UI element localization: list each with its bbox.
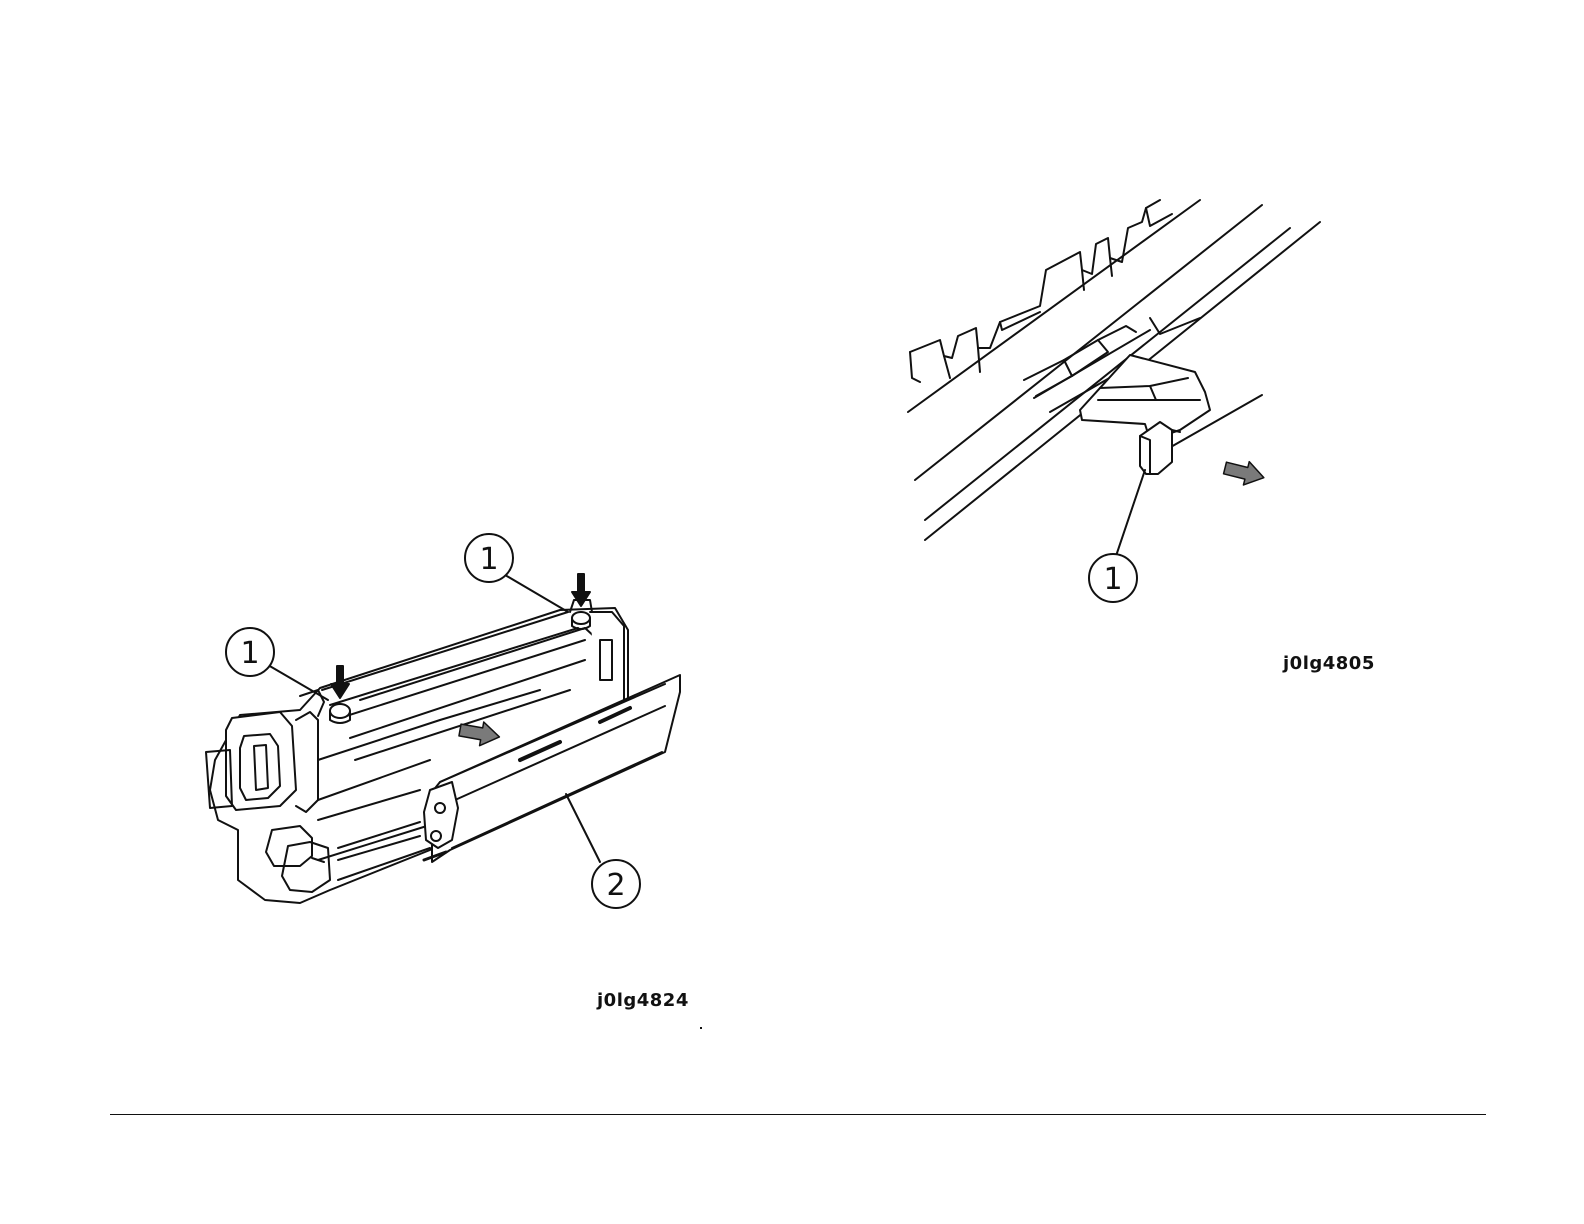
- stray-mark: [700, 1027, 702, 1029]
- svg-text:1: 1: [1103, 562, 1122, 597]
- svg-text:1: 1: [479, 542, 498, 577]
- down-arrow-icon: [572, 574, 590, 606]
- figure-code-left: j0lg4824: [597, 990, 689, 1011]
- footer-rule: [110, 1114, 1486, 1115]
- tray-part: [1080, 355, 1210, 440]
- handle-tab: [1140, 422, 1172, 474]
- svg-text:2: 2: [606, 868, 625, 903]
- screw-right: [572, 612, 590, 624]
- svg-text:1: 1: [240, 636, 259, 671]
- screw-left: [330, 704, 350, 718]
- callout-1-right: 1: [1089, 554, 1137, 602]
- right-figure-assembly: [908, 200, 1320, 556]
- callout-1-left: 1: [226, 628, 274, 676]
- pull-arrow-icon: [1222, 456, 1267, 489]
- callout-2: 2: [592, 860, 640, 908]
- figure-code-right: j0lg4805: [1283, 653, 1375, 674]
- left-figure-assembly: [206, 572, 680, 903]
- callout-1-top: 1: [465, 534, 513, 582]
